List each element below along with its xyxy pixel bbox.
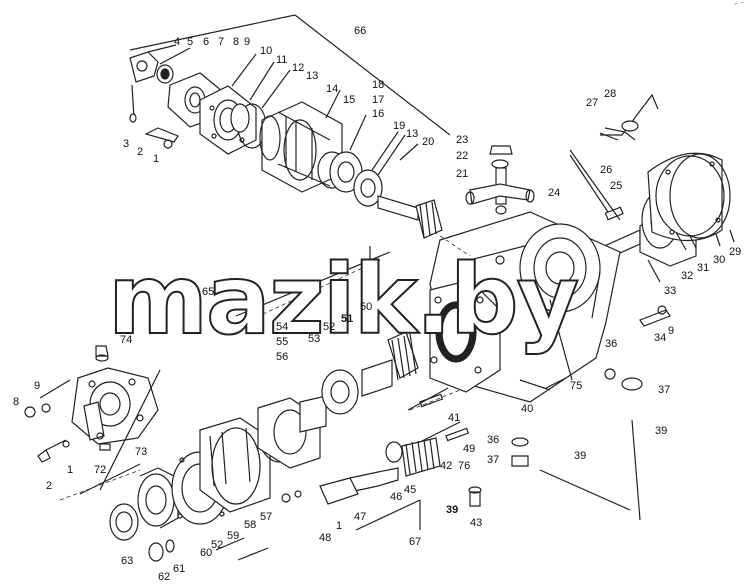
part-label-11: 11 [276,54,288,66]
main-housing [429,211,621,403]
output-flange-assembly [569,93,735,283]
part-label-39-bottom: 39 [446,504,459,516]
part-label-48: 48 [319,532,332,544]
part-label-74: 74 [120,334,133,346]
part-label-16: 16 [372,108,385,120]
part-label-14: 14 [326,83,339,95]
part-label-47: 47 [354,511,367,523]
part-label-39-right: 39 [655,425,668,437]
part-label-49: 49 [463,443,476,455]
part-label-21: 21 [456,168,469,180]
part-label-37-bottom: 37 [487,454,500,466]
part-label-51: 51 [341,313,354,325]
part-label-57: 57 [260,511,273,523]
part-label-2-left: 2 [46,480,53,492]
part-label-53: 53 [308,333,321,345]
left-gear-housing [24,345,161,495]
part-label-29: 29 [729,246,742,258]
part-label-17: 17 [372,94,385,106]
part-label-13-bottom: 13 [406,128,419,140]
part-label-15: 15 [343,94,356,106]
part-label-58: 58 [244,519,257,531]
part-label-31: 31 [697,262,710,274]
part-label-1-bottom: 1 [336,520,343,532]
part-label-43: 43 [470,517,483,529]
upper-shaft-assembly [129,14,463,255]
part-label-55: 55 [276,336,289,348]
part-label-25: 25 [610,180,623,192]
part-label-2-top: 2 [137,146,144,158]
part-label-63: 63 [121,555,134,567]
part-label-12: 12 [292,62,305,74]
part-label-9-top: 9 [244,36,251,48]
part-label-40: 40 [521,403,534,415]
part-label-4: 4 [174,36,181,48]
part-label-54: 54 [276,321,289,333]
part-label-73: 73 [135,446,148,458]
part-label-8: 8 [233,36,240,48]
part-label-1-left: 1 [67,464,74,476]
part-label-13-top: 13 [306,70,319,82]
part-label-23: 23 [456,134,469,146]
part-label-5: 5 [187,36,194,48]
part-label-66: 66 [354,25,367,37]
part-label-72: 72 [94,464,107,476]
part-label-39-mid: 39 [574,450,587,462]
part-label-36-right: 36 [605,338,618,350]
part-label-32: 32 [681,270,694,282]
part-label-7: 7 [218,36,225,48]
part-label-19: 19 [393,120,406,132]
part-label-9-right: 9 [668,325,675,337]
part-label-52-top: 52 [323,321,336,333]
watermark: mazik.by [107,244,580,356]
part-label-65: 65 [202,286,215,298]
tee-fitting [465,145,535,215]
part-label-41: 41 [448,412,461,424]
part-label-33: 33 [664,285,677,297]
part-label-67: 67 [409,536,422,548]
part-label-9-left: 9 [34,380,41,392]
lower-gear-train [109,331,419,562]
part-label-10: 10 [260,45,273,57]
part-label-26: 26 [600,164,613,176]
part-label-76: 76 [458,460,471,472]
part-label-59: 59 [227,530,240,542]
part-label-60: 60 [200,547,213,559]
part-label-46: 46 [390,491,403,503]
right-small-fittings [235,149,671,531]
part-label-30: 30 [713,254,726,266]
part-label-3: 3 [123,138,130,150]
part-label-45: 45 [404,484,417,496]
part-label-28: 28 [604,88,617,100]
part-label-22: 22 [456,150,469,162]
part-label-8-left: 8 [13,396,20,408]
drive-shaft-parts [281,387,482,507]
part-label-1-top: 1 [153,153,160,165]
part-label-50: 50 [360,301,373,313]
part-label-75: 75 [570,380,583,392]
part-label-24: 24 [548,187,561,199]
part-label-27: 27 [586,97,599,109]
part-label-36-bottom: 36 [487,434,500,446]
part-label-18: 18 [372,79,385,91]
part-label-52-bottom: 52 [211,539,224,551]
part-label-34: 34 [654,332,667,344]
part-label-62: 62 [158,571,171,583]
part-label-42: 42 [440,460,453,472]
part-label-20: 20 [422,136,435,148]
corner-mark: ⌐ ⁼ [734,1,744,8]
part-label-6: 6 [203,36,210,48]
part-label-61: 61 [173,563,186,575]
part-label-37-right: 37 [658,384,671,396]
part-label-56: 56 [276,351,289,363]
